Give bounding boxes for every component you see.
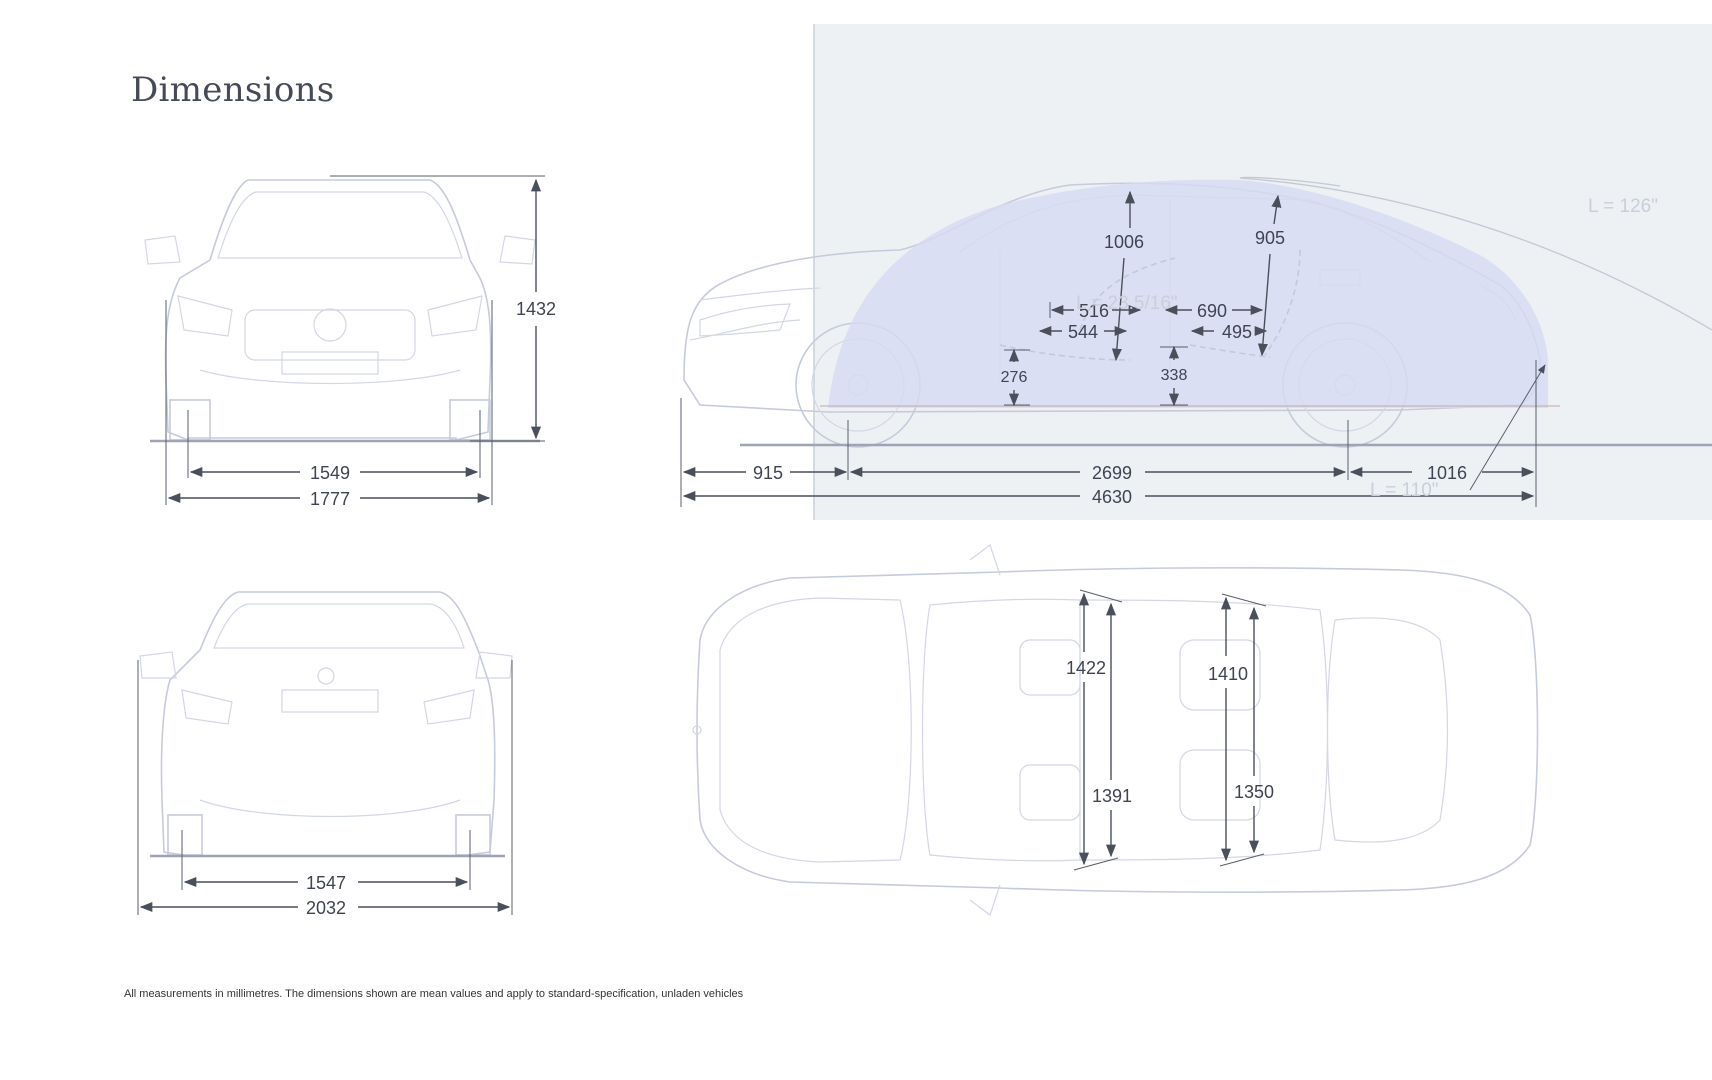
front-shoulder-label: 1422 bbox=[1066, 658, 1106, 678]
footnote: All measurements in millimetres. The dim… bbox=[124, 988, 744, 1000]
rear-seat-height-label: 338 bbox=[1161, 367, 1188, 384]
cargo-length-bottom-label: L = 110" bbox=[1370, 480, 1439, 501]
front-elbow-label: 1391 bbox=[1092, 786, 1132, 806]
seat-measure-label: L = 23.5/16" bbox=[1076, 293, 1178, 314]
rear-seat-depth-label: 690 bbox=[1197, 301, 1227, 321]
front-legroom-label: 544 bbox=[1068, 322, 1098, 342]
front-height-label: 1432 bbox=[516, 299, 556, 319]
front-width-label: 1777 bbox=[310, 489, 350, 509]
wheelbase-label: 2699 bbox=[1092, 463, 1132, 483]
rear-track-label: 1547 bbox=[306, 873, 346, 893]
cargo-length-top-label: L = 126" bbox=[1588, 196, 1658, 217]
top-view-car bbox=[692, 544, 1539, 916]
rear-shoulder-label: 1410 bbox=[1208, 664, 1248, 684]
interior-overlay bbox=[828, 179, 1548, 408]
front-track-label: 1549 bbox=[310, 463, 350, 483]
front-headroom-label: 1006 bbox=[1104, 232, 1144, 252]
rear-width-label: 2032 bbox=[306, 898, 346, 918]
rear-headroom-label: 905 bbox=[1255, 228, 1285, 248]
front-seat-height-label: 276 bbox=[1001, 369, 1028, 386]
rear-legroom-label: 495 bbox=[1222, 322, 1252, 342]
rear-headroom-dim bbox=[1271, 194, 1282, 225]
front-overhang-label: 915 bbox=[753, 463, 783, 483]
rear-overhang-label: 1016 bbox=[1427, 463, 1467, 483]
front-seat-depth-label: 516 bbox=[1079, 301, 1109, 321]
front-view-car bbox=[144, 179, 536, 442]
rear-view-car bbox=[139, 591, 513, 857]
rear-elbow-label: 1350 bbox=[1234, 782, 1274, 802]
length-label: 4630 bbox=[1092, 487, 1132, 507]
page-title: Dimensions bbox=[131, 70, 335, 110]
